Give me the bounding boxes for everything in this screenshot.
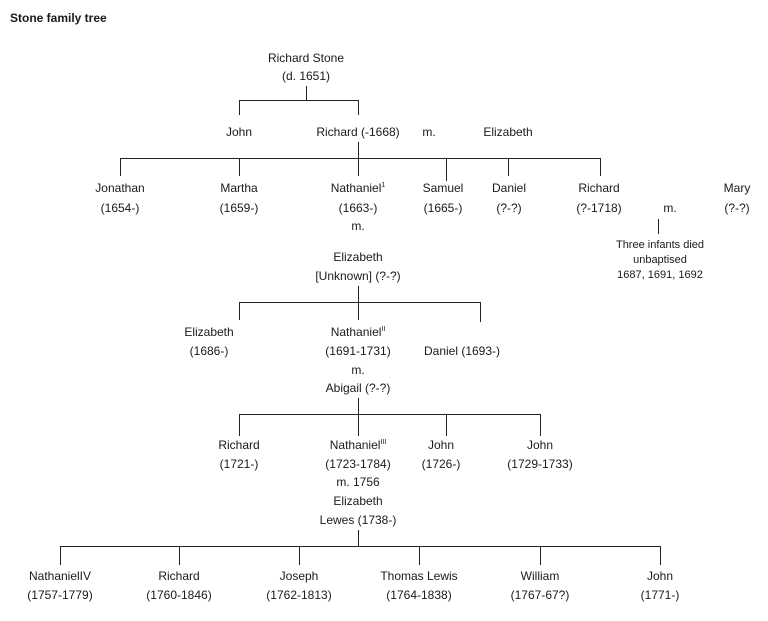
person-richard-1760-dates: (1760-1846) [146, 588, 212, 602]
connector-gen3-richard [600, 158, 601, 176]
person-elizabeth-unknown-detail: [Unknown] (?-?) [315, 269, 401, 283]
person-thomas-lewis: Thomas Lewis [380, 569, 458, 583]
person-john-1726-dates: (1726-) [421, 457, 461, 471]
page-title: Stone family tree [10, 11, 107, 25]
connector-gen6-child [60, 546, 61, 565]
person-richard-stone-dates: (d. 1651) [281, 69, 331, 83]
connector-gen3-samuel [446, 158, 447, 181]
generation-marker: 1 [381, 182, 386, 189]
person-elizabeth-unknown: Elizabeth [333, 250, 383, 264]
connector-gen1-down [306, 86, 307, 100]
connector-gen2-down [358, 142, 359, 158]
person-joseph: Joseph [279, 569, 319, 583]
connector-gen2-bar [239, 100, 358, 101]
connector-gen3-jonathan [120, 158, 121, 176]
person-mary-dates: (?-?) [724, 201, 750, 215]
person-john: John [225, 125, 253, 139]
person-nathaniel-1-dates: (1663-) [338, 201, 378, 215]
connector-gen6-child [419, 546, 420, 565]
person-richard-stone: Richard Stone [267, 51, 345, 65]
connector-gen4-daniel [480, 302, 481, 322]
person-jonathan-dates: (1654-) [100, 201, 140, 215]
person-richard-1668: Richard (-1668) [316, 125, 400, 139]
person-elizabeth-wife: Elizabeth [483, 125, 533, 139]
connector-gen3-bar [120, 158, 601, 159]
person-daniel: Daniel [491, 181, 527, 195]
connector-gen3-daniel [508, 158, 509, 176]
person-nathaniel-2: NathanielII [331, 324, 386, 340]
person-nathaniel-1-name: Nathaniel [330, 181, 382, 195]
person-elizabeth-lewes: Elizabeth [333, 494, 383, 508]
person-john-1726: John [427, 438, 455, 452]
connector-gen4-elizabeth [239, 302, 240, 320]
person-martha: Martha [220, 181, 258, 195]
person-daniel-1693: Daniel (1693-) [423, 344, 501, 358]
person-nathaniel-iv-dates: (1757-1779) [27, 588, 93, 602]
person-john-1771: John [646, 569, 674, 583]
connector-gen3-martha [239, 158, 240, 176]
person-william-dates: (1767-67?) [510, 588, 570, 602]
connector-gen6-child [179, 546, 180, 565]
marriage-label: m. [351, 219, 365, 233]
connector-gen2-richard [358, 100, 359, 115]
generation-marker: III [380, 439, 387, 446]
connector-gen3-down [358, 286, 359, 302]
connector-infants [658, 219, 659, 234]
person-richard-1718-dates: (?-1718) [576, 201, 622, 215]
connector-gen6-child [540, 546, 541, 565]
person-joseph-dates: (1762-1813) [266, 588, 332, 602]
person-william: William [520, 569, 560, 583]
person-nathaniel-2-dates: (1691-1731) [325, 344, 391, 358]
person-elizabeth-1686-dates: (1686-) [189, 344, 229, 358]
person-john-1729: John [526, 438, 554, 452]
person-samuel-dates: (1665-) [423, 201, 463, 215]
connector-gen6-child [660, 546, 661, 565]
marriage-label: m. [422, 125, 436, 139]
person-john-1729-dates: (1729-1733) [507, 457, 573, 471]
person-samuel: Samuel [422, 181, 464, 195]
person-nathaniel-1: Nathaniel1 [331, 180, 386, 196]
generation-marker: II [381, 326, 386, 333]
person-john-1771-dates: (1771-) [640, 588, 680, 602]
person-nathaniel-2-name: Nathaniel [330, 325, 382, 339]
person-nathaniel-3-name: Nathaniel [329, 438, 381, 452]
connector-gen5-nathaniel [358, 414, 359, 436]
connector-gen3-nathaniel [358, 158, 359, 176]
note-infants-line3: 1687, 1691, 1692 [617, 269, 703, 281]
person-nathaniel-3-dates: (1723-1784) [325, 457, 391, 471]
connector-gen2-john [239, 100, 240, 115]
connector-gen4-bar [239, 302, 481, 303]
marriage-label: m. [351, 363, 365, 377]
person-richard-1718: Richard [578, 181, 620, 195]
connector-gen5-john1 [446, 414, 447, 436]
connector-gen5-bar [239, 414, 541, 415]
connector-gen4-down [358, 398, 359, 414]
connector-gen5-john2 [540, 414, 541, 436]
person-mary: Mary [723, 181, 751, 195]
connector-gen5-down [358, 530, 359, 546]
person-richard-1721-dates: (1721-) [219, 457, 259, 471]
note-infants-line1: Three infants died [615, 239, 705, 251]
connector-gen6-child [299, 546, 300, 565]
connector-gen6-bar [60, 546, 661, 547]
person-thomas-lewis-dates: (1764-1838) [386, 588, 452, 602]
person-nathaniel-iv: NathanielIV [28, 569, 92, 583]
person-jonathan: Jonathan [95, 181, 145, 195]
person-daniel-dates: (?-?) [496, 201, 522, 215]
note-infants-line2: unbaptised [633, 254, 687, 266]
person-nathaniel-3: NathanielIII [330, 437, 387, 453]
person-elizabeth-1686: Elizabeth [184, 325, 234, 339]
connector-gen5-richard [239, 414, 240, 436]
marriage-label: m. [663, 201, 677, 215]
marriage-label: m. 1756 [336, 475, 380, 489]
person-abigail: Abigail (?-?) [325, 381, 391, 395]
person-elizabeth-lewes-dates: Lewes (1738-) [319, 513, 397, 527]
person-richard-1760: Richard [158, 569, 200, 583]
person-martha-dates: (1659-) [219, 201, 259, 215]
connector-gen4-nathaniel [358, 302, 359, 320]
person-richard-1721: Richard [218, 438, 260, 452]
